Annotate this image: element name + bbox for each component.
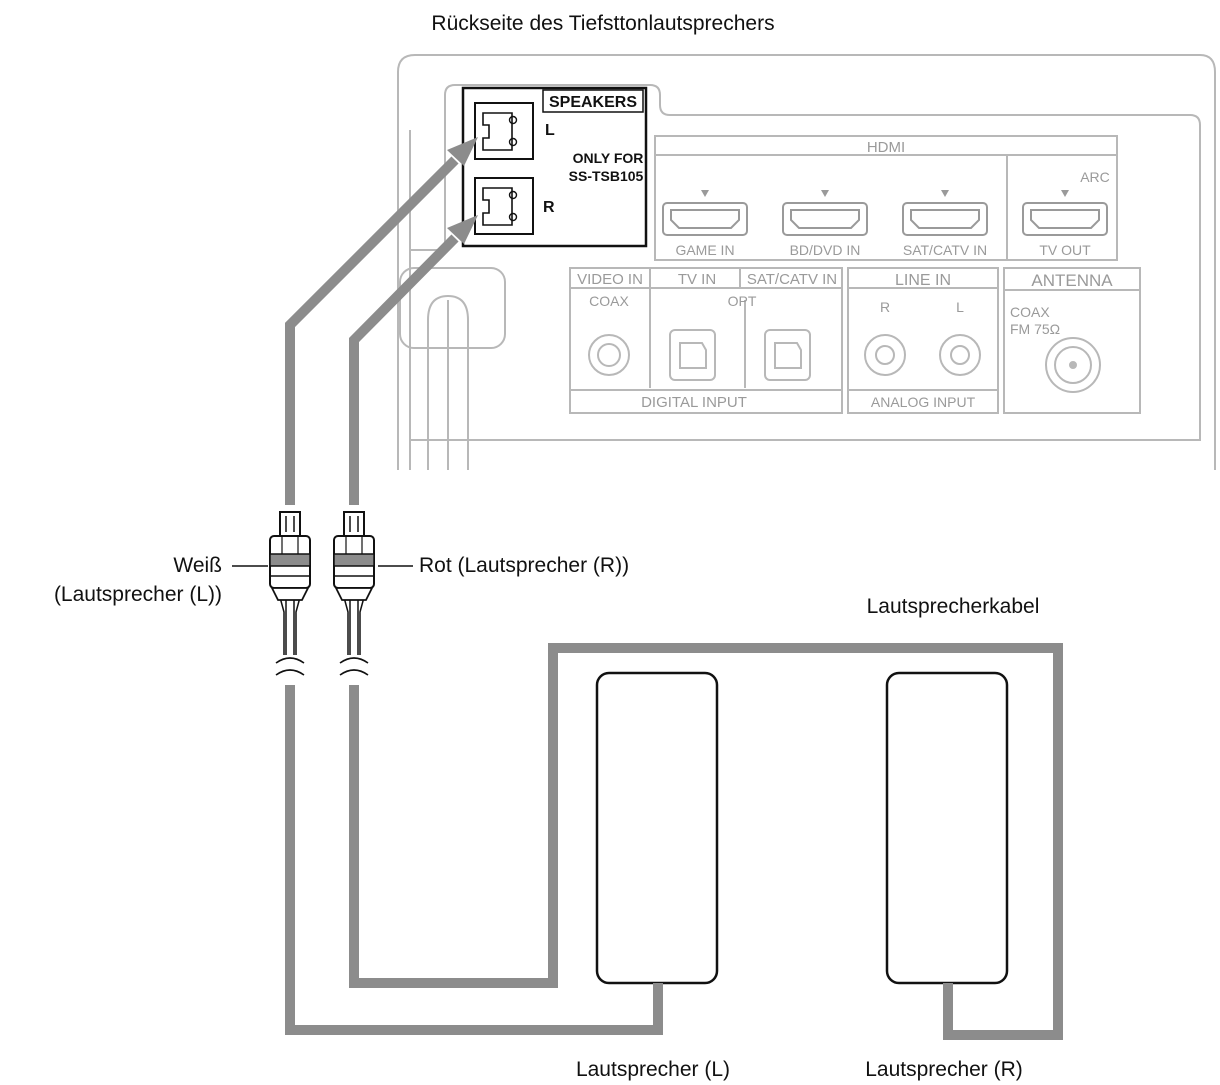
speaker-plugs: [269, 511, 375, 655]
speaker-jack-block: SPEAKERS L R ONLY FOR SS-TSB105: [461, 86, 648, 248]
red-plug-label: Rot (Lautsprecher (R)): [419, 554, 629, 577]
analog-input-section: [847, 267, 999, 414]
speaker-right-box: [885, 671, 1009, 985]
only-for-label: ONLY FOR: [573, 150, 644, 166]
cable-break-marks: [275, 657, 369, 676]
speaker-jack-r: [474, 177, 534, 235]
hdmi-marker-icon: [941, 190, 949, 197]
speaker-cables: [285, 156, 1063, 1040]
line-in-r-label: R: [880, 299, 890, 315]
speaker-l-label: Lautsprecher (L): [576, 1058, 730, 1081]
jack-l-label: L: [545, 122, 555, 139]
hdmi-port-label: TV OUT: [1039, 242, 1091, 258]
antenna-section: [1003, 267, 1141, 414]
analog-input-label: ANALOG INPUT: [871, 394, 976, 410]
hdmi-port: TV OUT: [1022, 190, 1108, 258]
white-plug-label: Weiß: [173, 554, 222, 577]
hdmi-port-label: BD/DVD IN: [790, 242, 861, 258]
hdmi-marker-icon: [701, 190, 709, 197]
antenna-fm-label: FM 75Ω: [1010, 321, 1060, 337]
speaker-r-label: Lautsprecher (R): [865, 1058, 1023, 1081]
cable-left-upper: [285, 156, 459, 505]
arrow-to-jack-r: [447, 215, 478, 244]
plug-white: [269, 511, 311, 655]
hdmi-port: SAT/CATV IN: [902, 190, 988, 258]
cable-label: Lautsprecherkabel: [867, 595, 1040, 618]
diagram-title: Rückseite des Tiefsttonlautsprechers: [431, 12, 774, 35]
hdmi-port-label: GAME IN: [675, 242, 734, 258]
antenna-coax-label: COAX: [1010, 304, 1050, 320]
cable-right-upper: [349, 234, 459, 505]
white-plug-label-2: (Lautsprecher (L)): [54, 583, 222, 606]
hdmi-section: HDMI ARC GAME IN BD/DVD IN SAT/CATV IN TV O…: [654, 135, 1118, 261]
hdmi-port-label: SAT/CATV IN: [903, 242, 987, 258]
subwoofer-rear-panel: [397, 54, 1216, 470]
sat-catv-in-label: SAT/CATV IN: [747, 271, 837, 288]
antenna-label: ANTENNA: [1031, 271, 1113, 290]
cable-left-lower: [285, 685, 663, 1035]
arc-label: ARC: [1080, 169, 1110, 185]
hdmi-marker-icon: [1061, 190, 1069, 197]
hdmi-port: GAME IN: [662, 190, 748, 258]
hdmi-marker-icon: [821, 190, 829, 197]
coax-label: COAX: [589, 293, 629, 309]
digital-input-label: DIGITAL INPUT: [641, 394, 747, 411]
speakers-header: SPEAKERS: [549, 94, 637, 111]
video-in-label: VIDEO IN: [577, 271, 643, 288]
digital-input-section: [569, 267, 843, 414]
speaker-jack-l: [474, 102, 534, 160]
speaker-left-box: [595, 671, 719, 985]
opt-label: OPT: [728, 293, 757, 309]
hdmi-header: HDMI: [867, 139, 905, 156]
hdmi-port: BD/DVD IN: [782, 190, 868, 258]
model-label: SS-TSB105: [569, 168, 644, 184]
plug-red: [333, 511, 375, 655]
hdmi-ports: GAME IN BD/DVD IN SAT/CATV IN TV OUT: [662, 190, 1108, 258]
cable-right-lower: [349, 643, 1063, 1040]
arrow-to-jack-l: [447, 137, 478, 166]
jack-r-label: R: [543, 199, 555, 216]
tv-in-label: TV IN: [678, 271, 716, 288]
line-in-label: LINE IN: [895, 272, 951, 289]
line-in-l-label: L: [956, 299, 964, 315]
